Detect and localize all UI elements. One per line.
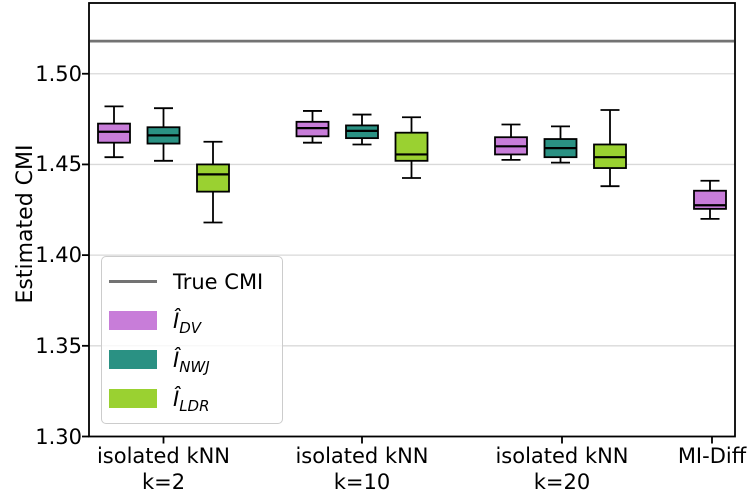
dv-color-swatch [109,311,157,330]
math-subscript: NWJ [179,357,210,376]
legend: True CMI ÎDV ÎNWJ ÎLDR [101,256,283,424]
legend-label-dv: ÎDV [173,308,201,336]
legend-swatch-wrap [109,311,157,330]
y-tick-label: 1.35 [35,333,82,358]
x-tick-label-line1: isolated kNN [495,444,629,468]
ldr-color-swatch [109,389,157,408]
legend-swatch-wrap [109,389,157,408]
legend-swatch-wrap [109,350,157,369]
math-i-hat: Î [173,347,180,372]
x-tick-label-line2: k=2 [141,470,186,494]
y-tick-label: 1.45 [35,152,82,177]
legend-item-dv: ÎDV [109,308,276,336]
x-tick-label-group-midiff: MI-Diff [602,443,747,469]
legend-label-true-cmi: True CMI [173,269,264,294]
math-subscript: DV [179,318,202,337]
legend-item-ldr: ÎLDR [109,386,276,414]
legend-label-nwj: ÎNWJ [173,347,210,375]
boxplot-box-ldr [394,131,429,162]
boxplot-box-dv [97,122,131,144]
legend-item-true-cmi: True CMI [109,270,276,294]
x-tick-label-group-knn2: isolated kNN k=2 [54,443,274,495]
y-tick-label: 1.40 [35,243,82,268]
legend-label-ldr: ÎLDR [173,386,210,414]
y-tick-label: 1.30 [35,424,82,449]
x-tick-label-line1: isolated kNN [295,444,429,468]
y-tick-label: 1.50 [35,61,82,86]
true-cmi-line-swatch [109,280,157,283]
math-i-hat: Î [173,308,180,333]
legend-swatch-wrap [109,280,157,283]
x-tick-label-line2: k=20 [533,470,591,494]
axes-frame [88,2,736,438]
nwj-color-swatch [109,350,157,369]
math-subscript: LDR [179,396,210,415]
x-tick-label-group-knn10: isolated kNN k=10 [252,443,472,495]
x-tick-label-line1: MI-Diff [677,444,747,468]
math-i-hat: Î [173,386,180,411]
x-tick-label-line1: isolated kNN [96,444,231,468]
x-tick-label-line2: k=10 [333,470,391,494]
legend-item-nwj: ÎNWJ [109,347,276,375]
boxplot-box-ldr [196,163,230,193]
x-tick-label-group-knn20: isolated kNN k=20 [452,443,672,495]
